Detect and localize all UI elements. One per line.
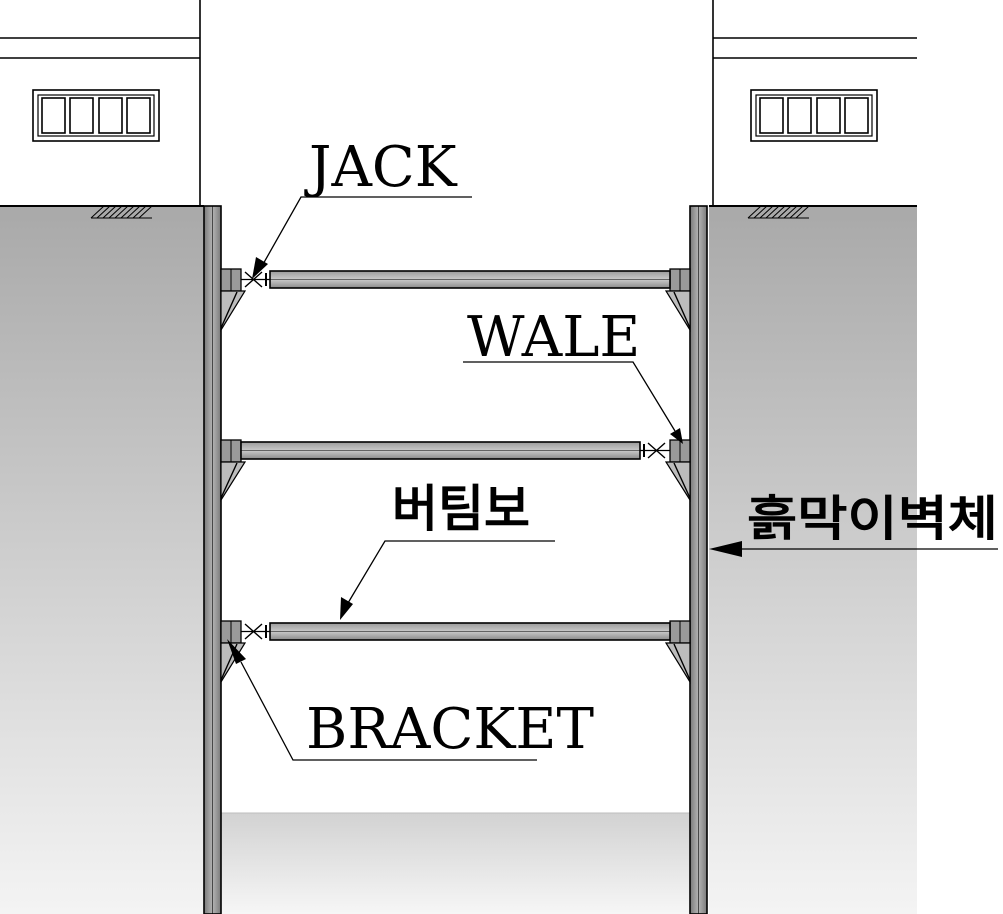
arrowhead-strut <box>340 597 353 620</box>
retaining-wall-left <box>203 205 222 914</box>
window-left <box>32 89 160 142</box>
ground-hatch-right <box>747 205 810 219</box>
ground-hatch-left <box>90 205 153 219</box>
retaining-wall-right <box>689 205 708 914</box>
building-left <box>0 0 201 219</box>
strut-level-2 <box>220 439 691 503</box>
arrowhead-jack <box>252 257 268 279</box>
jack-2 <box>640 442 670 459</box>
window-right <box>750 89 878 142</box>
label-bracket: BRACKET <box>306 697 594 762</box>
arrowhead-bracket <box>227 639 246 664</box>
excavation-floor <box>221 813 690 914</box>
bracket-right-2 <box>664 461 691 503</box>
bracket-left-1 <box>220 290 247 333</box>
strut-level-3 <box>220 620 691 685</box>
jack-1 <box>241 271 270 288</box>
leader-retaining-wall <box>709 541 998 557</box>
bracket-right-3 <box>664 642 691 685</box>
building-right <box>712 0 917 219</box>
soil-right <box>709 206 917 914</box>
label-retaining-wall: 흙막이벽체 <box>747 491 998 547</box>
leader-wale <box>463 361 683 444</box>
leader-bracket <box>227 639 537 761</box>
arrowhead-retaining-wall <box>709 541 742 557</box>
soil-left <box>0 206 204 914</box>
strut-level-1 <box>220 268 691 333</box>
label-strut: 버팀보 <box>392 480 530 538</box>
label-wale: WALE <box>467 305 640 370</box>
jack-3 <box>241 623 270 640</box>
leader-strut <box>340 540 555 620</box>
bracket-right-1 <box>664 290 691 333</box>
arrowhead-wale <box>670 428 683 444</box>
label-jack: JACK <box>304 135 458 200</box>
bracket-left-2 <box>220 461 247 503</box>
leader-jack <box>252 196 472 279</box>
